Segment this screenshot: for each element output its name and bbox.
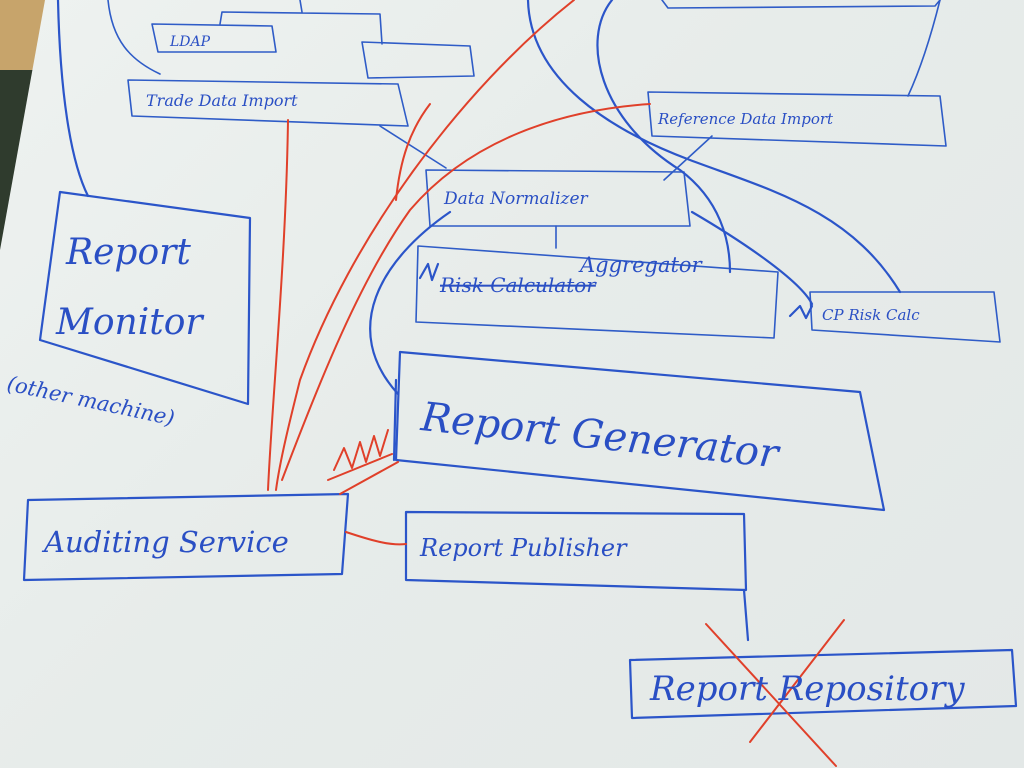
- left-curve-line: [56, 0, 90, 198]
- reference-to-normalizer-line: [663, 135, 713, 181]
- report-repository-box: [628, 648, 1018, 720]
- trade-to-auditing-line: [267, 119, 289, 491]
- top-box-fragment: [661, 0, 941, 9]
- trade-data-import-label: Trade Data Import: [146, 91, 298, 110]
- report-publisher-label: Report Publisher: [419, 534, 628, 562]
- risk-calculator-label: Risk Calculator: [439, 273, 597, 297]
- cp-risk-marker: [788, 304, 814, 320]
- publisher-to-repository-line: [742, 588, 750, 642]
- aggregator-to-cprisk-line: [690, 210, 814, 306]
- top-red-line-1: [275, 0, 575, 491]
- reference-to-top-line: [907, 0, 941, 97]
- report-repository-label: Report Repository: [649, 669, 965, 709]
- normalizer-to-generator-line: [369, 210, 452, 396]
- auditing-to-publisher-line: [345, 531, 407, 546]
- ldap-box: [151, 23, 277, 53]
- report-monitor-note: (other machine): [5, 371, 177, 430]
- reference-data-import-box: [647, 91, 947, 147]
- trade-data-import-box: [127, 79, 409, 127]
- repository-cross-out: [705, 619, 845, 767]
- data-normalizer-box: [425, 169, 691, 227]
- report-generator-label: Report Generator: [418, 394, 783, 478]
- report-monitor-label-line2: Monitor: [55, 302, 204, 343]
- generator-side-tick: [392, 378, 398, 462]
- ldap-label: LDAP: [169, 34, 211, 50]
- cp-risk-calc-box: [809, 291, 1001, 343]
- aggregator-label: Aggregator: [578, 253, 704, 277]
- upper-right-box: [361, 41, 475, 79]
- report-monitor-label-line1: Report: [65, 232, 191, 273]
- reference-red-line: [281, 103, 651, 481]
- big-sweep-line: [526, 0, 902, 294]
- report-monitor-box: [38, 190, 252, 406]
- top-curve-line: [107, 0, 161, 75]
- cp-risk-calc-label: CP Risk Calc: [822, 306, 920, 324]
- report-publisher-box: [404, 510, 748, 592]
- auditing-service-box: [22, 492, 350, 582]
- auditing-service-label: Auditing Service: [41, 525, 289, 559]
- report-generator-box: [394, 350, 886, 512]
- reference-data-import-label: Reference Data Import: [657, 110, 834, 128]
- inner-sweep-line: [596, 0, 732, 274]
- risk-calculator-box: [415, 245, 779, 339]
- top-connector: [219, 0, 383, 45]
- trade-to-normalizer-line: [379, 125, 447, 169]
- generator-to-auditing-zigzag: [327, 429, 399, 495]
- risk-calc-marker: [418, 262, 440, 282]
- red-arc-top: [395, 103, 431, 201]
- data-normalizer-label: Data Normalizer: [443, 189, 589, 209]
